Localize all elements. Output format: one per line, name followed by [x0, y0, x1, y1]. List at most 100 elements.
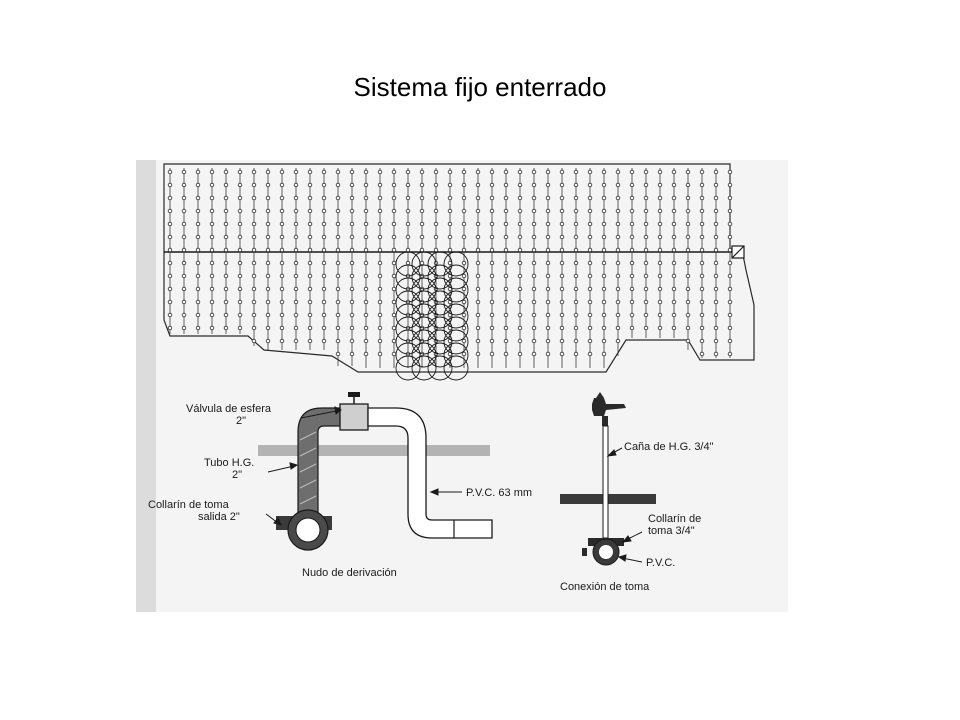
sprinkler-dot: [391, 208, 397, 214]
sprinkler-dot: [251, 273, 257, 279]
sprinkler-dot: [489, 273, 495, 279]
sprinkler-dot: [727, 286, 733, 292]
sprinkler-dot: [685, 260, 691, 266]
sprinkler-dot: [195, 221, 201, 227]
sprinkler-dot: [223, 286, 229, 292]
sprinkler-dot: [531, 260, 537, 266]
sprinkler-dot: [713, 273, 719, 279]
sprinkler-dot: [559, 351, 565, 357]
sprinkler-dot: [671, 247, 677, 253]
sprinkler-dot: [181, 286, 187, 292]
sprinkler-dot: [475, 338, 481, 344]
sprinkler-dot: [461, 221, 467, 227]
sprinkler-dot: [601, 338, 607, 344]
sprinkler-dot: [321, 221, 327, 227]
sprinkler-dot: [335, 182, 341, 188]
sprinkler-dot: [643, 247, 649, 253]
sprinkler-dot: [587, 182, 593, 188]
sprinkler-dot: [685, 182, 691, 188]
sprinkler-dot: [475, 351, 481, 357]
sprinkler-dot: [265, 208, 271, 214]
sprinkler-dot: [573, 182, 579, 188]
sprinkler-dot: [685, 325, 691, 331]
sprinkler-dot: [363, 221, 369, 227]
sprinkler-dot: [167, 325, 173, 331]
sprinkler-dot: [517, 208, 523, 214]
hg-riser: [602, 425, 609, 539]
sprinkler-dot: [615, 338, 621, 344]
sprinkler-dot: [237, 221, 243, 227]
sprinkler-dot: [489, 260, 495, 266]
sprinkler-dot: [237, 195, 243, 201]
sprinkler-dot: [195, 325, 201, 331]
sprinkler-dot: [629, 208, 635, 214]
sprinkler-dot: [181, 234, 187, 240]
sprinkler-dot: [335, 169, 341, 175]
sprinkler-dot: [727, 312, 733, 318]
sprinkler-dot: [209, 169, 215, 175]
sprinkler-dot: [223, 273, 229, 279]
sprinkler-dot: [167, 234, 173, 240]
sprinkler-dot: [699, 260, 705, 266]
sprinkler-dot: [559, 338, 565, 344]
sprinkler-dot: [447, 208, 453, 214]
sprinkler-dot: [349, 273, 355, 279]
sprinkler-dot: [587, 195, 593, 201]
sprinkler-dot: [727, 260, 733, 266]
sprinkler-dot: [167, 260, 173, 266]
sprinkler-dot: [601, 273, 607, 279]
sprinkler-dot: [349, 325, 355, 331]
sprinkler-dot: [251, 260, 257, 266]
sprinkler-dot: [321, 208, 327, 214]
wetted-circle: [395, 251, 421, 277]
valve-label-1: Válvula de esfera: [186, 403, 272, 415]
sprinkler-dot: [657, 208, 663, 214]
sprinkler-dot: [545, 208, 551, 214]
sprinkler-dot: [503, 234, 509, 240]
sprinkler-dot: [377, 221, 383, 227]
sprinkler-dot: [265, 221, 271, 227]
sprinkler-dot: [307, 221, 313, 227]
sprinkler-dot: [363, 195, 369, 201]
sprinkler-dot: [615, 286, 621, 292]
sprinkler-dot: [699, 351, 705, 357]
sprinkler-dot: [223, 260, 229, 266]
soil-line: [258, 445, 490, 456]
sprinkler-dot: [727, 299, 733, 305]
sprinkler-dot: [321, 325, 327, 331]
sprinkler-dot: [405, 182, 411, 188]
sprinkler-dot: [671, 312, 677, 318]
sprinkler-dot: [307, 208, 313, 214]
sprinkler-icon: [592, 392, 626, 426]
sprinkler-dot: [321, 299, 327, 305]
sprinkler-dot: [461, 338, 467, 344]
sprinkler-dot: [587, 221, 593, 227]
sprinkler-dot: [307, 338, 313, 344]
sprinkler-dot: [587, 299, 593, 305]
wetted-circle: [427, 264, 453, 290]
wetted-circle: [411, 316, 437, 342]
wetted-circle: [395, 316, 421, 342]
sprinkler-dot: [671, 195, 677, 201]
collar-label-1: Collarín de toma: [148, 499, 230, 511]
sprinkler-dot: [503, 325, 509, 331]
sprinkler-dot: [391, 169, 397, 175]
sprinkler-dot: [475, 221, 481, 227]
sprinkler-dot: [475, 260, 481, 266]
sprinkler-dot: [503, 286, 509, 292]
sprinkler-dot: [657, 221, 663, 227]
sprinkler-dot: [307, 182, 313, 188]
wetted-circle: [411, 290, 437, 316]
sprinkler-dot: [405, 247, 411, 253]
sprinkler-dot: [265, 325, 271, 331]
sprinkler-dot: [209, 221, 215, 227]
sprinkler-dot: [587, 247, 593, 253]
sprinkler-dot: [601, 260, 607, 266]
sprinkler-dot: [419, 208, 425, 214]
sprinkler-dot: [419, 247, 425, 253]
tapping-collar-icon: [276, 509, 332, 551]
sprinkler-dot: [489, 338, 495, 344]
sprinkler-dot: [615, 273, 621, 279]
sprinkler-dot: [181, 312, 187, 318]
sprinkler-dot: [265, 182, 271, 188]
